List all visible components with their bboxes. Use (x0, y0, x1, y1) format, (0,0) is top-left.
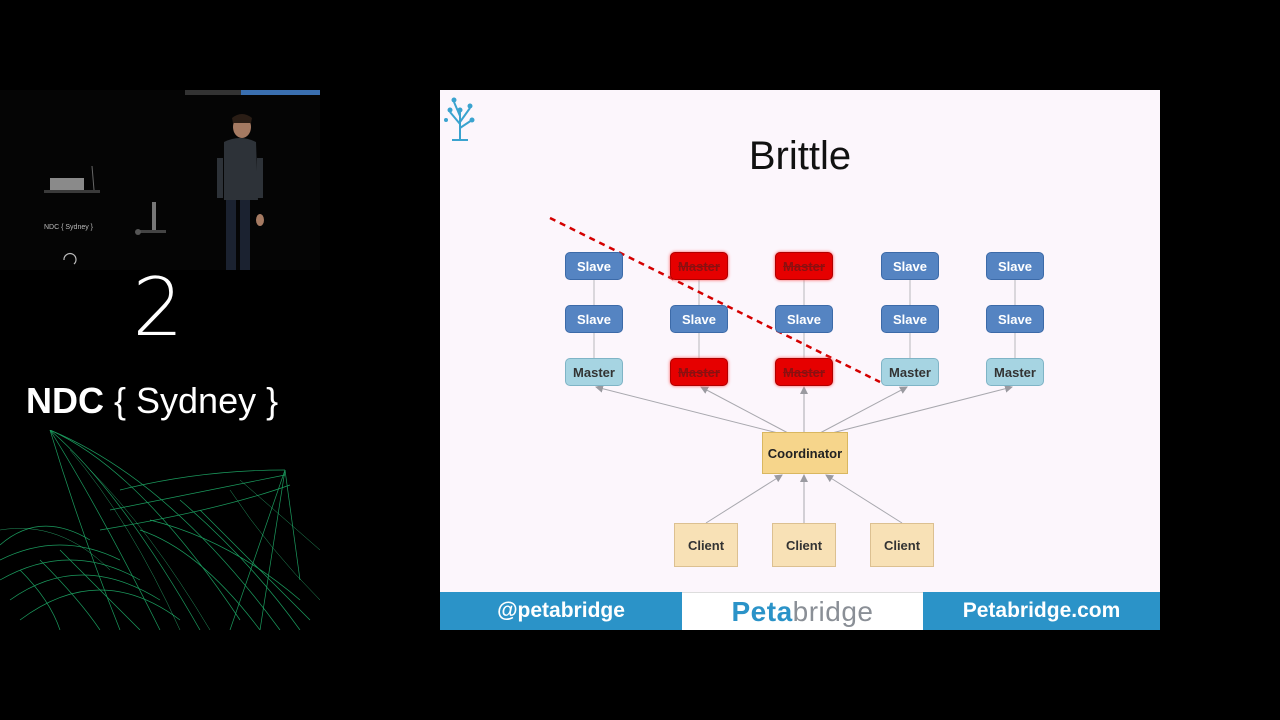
diagram-connectors (549, 216, 1016, 524)
client-node: Client (674, 523, 738, 567)
failed-master-node: Master (775, 358, 833, 386)
failed-master-node: Master (670, 358, 728, 386)
mini-ndc-logo: NDC { Sydney } (44, 224, 94, 231)
slave-node: Slave (565, 252, 623, 280)
master-node: Master (565, 358, 623, 386)
slave-node: Slave (986, 252, 1044, 280)
client-node: Client (870, 523, 934, 567)
edge-client-3-coordinator (825, 474, 903, 524)
video-progress-fill (241, 90, 320, 95)
slave-node: Slave (881, 305, 939, 333)
opera-house-graphic (0, 430, 320, 630)
slave-node: Slave (670, 305, 728, 333)
conference-panel: NDC { Sydney } 2 NDC { Sydney } (0, 90, 320, 630)
petabridge-tree-icon (444, 97, 475, 141)
edge-coordinator-master-2 (700, 386, 789, 434)
failed-master-node: Master (775, 252, 833, 280)
speaker-video: NDC { Sydney } (0, 90, 320, 270)
client-node: Client (772, 523, 836, 567)
ndc-sydney-logo: NDC { Sydney } (26, 380, 278, 422)
website-url: Petabridge.com (923, 592, 1160, 630)
brand-peta: Peta (731, 596, 793, 627)
slide-footer: @petabridge Petabridge Petabridge.com (440, 592, 1160, 630)
logo-ndc: NDC (26, 380, 104, 421)
coordinator-node: Coordinator (762, 432, 848, 474)
presentation-slide: Brittle (440, 90, 1160, 630)
speaker-scene (44, 114, 264, 270)
edge-coordinator-master-4 (819, 386, 908, 434)
edge-coordinator-master-1 (595, 384, 779, 434)
slave-node: Slave (986, 305, 1044, 333)
edge-coordinator-master-5 (831, 384, 1013, 434)
slave-node: Slave (881, 252, 939, 280)
failed-master-node: Master (670, 252, 728, 280)
twitter-handle: @petabridge (440, 592, 682, 630)
slide-title: Brittle (748, 134, 852, 178)
edge-client-1-coordinator (705, 474, 783, 524)
logo-sydney: { Sydney } (104, 380, 279, 421)
slave-node: Slave (775, 305, 833, 333)
track-number: 2 (132, 261, 184, 354)
slave-node: Slave (565, 305, 623, 333)
brand-bridge: bridge (792, 596, 874, 627)
master-node: Master (986, 358, 1044, 386)
petabridge-brand: Petabridge (682, 592, 923, 630)
master-node: Master (881, 358, 939, 386)
